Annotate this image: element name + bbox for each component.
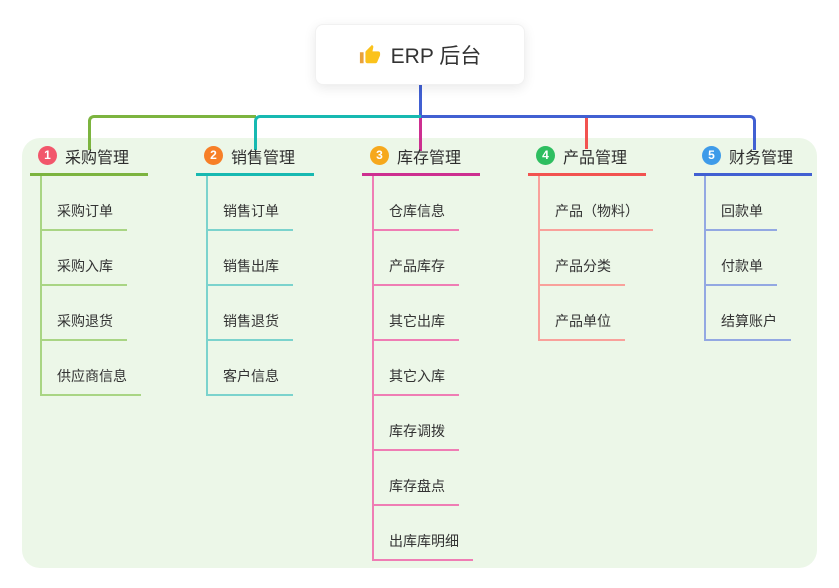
child-node[interactable]: 供应商信息	[42, 341, 141, 396]
child-node[interactable]: 产品（物料）	[540, 176, 653, 231]
branch-number-badge: 5	[702, 146, 721, 165]
child-node[interactable]: 采购订单	[42, 176, 127, 231]
child-node[interactable]: 库存调拨	[374, 396, 459, 451]
branch-children-list: 仓库信息产品库存其它出库其它入库库存调拨库存盘点出库库明细	[372, 176, 512, 561]
branch-connector-purchase	[88, 115, 256, 150]
child-node[interactable]: 销售订单	[208, 176, 293, 231]
branch-number-badge: 3	[370, 146, 389, 165]
child-node[interactable]: 销售出库	[208, 231, 293, 286]
branch: 4 产品管理 产品（物料）产品分类产品单位	[528, 146, 678, 341]
branch-number-badge: 1	[38, 146, 57, 165]
root-connector-line	[419, 83, 422, 118]
child-node[interactable]: 仓库信息	[374, 176, 459, 231]
branch: 3 库存管理 仓库信息产品库存其它出库其它入库库存调拨库存盘点出库库明细	[362, 146, 512, 561]
thumbs-up-icon	[359, 44, 381, 66]
root-node[interactable]: ERP 后台	[315, 24, 525, 85]
branch-title-3[interactable]: 3 库存管理	[362, 146, 480, 176]
child-node[interactable]: 产品单位	[540, 286, 625, 341]
branch: 5 财务管理 回款单付款单结算账户	[694, 146, 839, 341]
child-node[interactable]: 其它出库	[374, 286, 459, 341]
branch-children-list: 销售订单销售出库销售退货客户信息	[206, 176, 346, 396]
branch-connector-finance	[421, 115, 756, 150]
branch-children-list: 采购订单采购入库采购退货供应商信息	[40, 176, 180, 396]
child-node[interactable]: 出库库明细	[374, 506, 473, 561]
child-node[interactable]: 产品库存	[374, 231, 459, 286]
mindmap-background-panel	[22, 138, 817, 568]
branch-connector-product	[585, 118, 588, 149]
branch-children-list: 产品（物料）产品分类产品单位	[538, 176, 678, 341]
branch-title-label: 库存管理	[397, 149, 462, 167]
branch-connector-sales	[254, 115, 421, 150]
branch-title-1[interactable]: 1 采购管理	[30, 146, 148, 176]
branch-title-label: 财务管理	[729, 149, 794, 167]
child-node[interactable]: 回款单	[706, 176, 777, 231]
branch: 2 销售管理 销售订单销售出库销售退货客户信息	[196, 146, 346, 396]
branch-title-4[interactable]: 4 产品管理	[528, 146, 646, 176]
child-node[interactable]: 销售退货	[208, 286, 293, 341]
branch-title-label: 产品管理	[563, 149, 628, 167]
child-node[interactable]: 库存盘点	[374, 451, 459, 506]
child-node[interactable]: 采购退货	[42, 286, 127, 341]
branch-title-label: 销售管理	[231, 149, 296, 167]
branch-number-badge: 4	[536, 146, 555, 165]
branch-title-5[interactable]: 5 财务管理	[694, 146, 812, 176]
branch-connector-inventory	[419, 118, 422, 151]
branch-title-2[interactable]: 2 销售管理	[196, 146, 314, 176]
branch-title-label: 采购管理	[65, 149, 130, 167]
child-node[interactable]: 结算账户	[706, 286, 791, 341]
child-node[interactable]: 付款单	[706, 231, 777, 286]
child-node[interactable]: 产品分类	[540, 231, 625, 286]
branch-children-list: 回款单付款单结算账户	[704, 176, 839, 341]
child-node[interactable]: 其它入库	[374, 341, 459, 396]
child-node[interactable]: 客户信息	[208, 341, 293, 396]
branch: 1 采购管理 采购订单采购入库采购退货供应商信息	[30, 146, 180, 396]
root-node-label: ERP 后台	[390, 44, 482, 68]
branch-number-badge: 2	[204, 146, 223, 165]
child-node[interactable]: 采购入库	[42, 231, 127, 286]
